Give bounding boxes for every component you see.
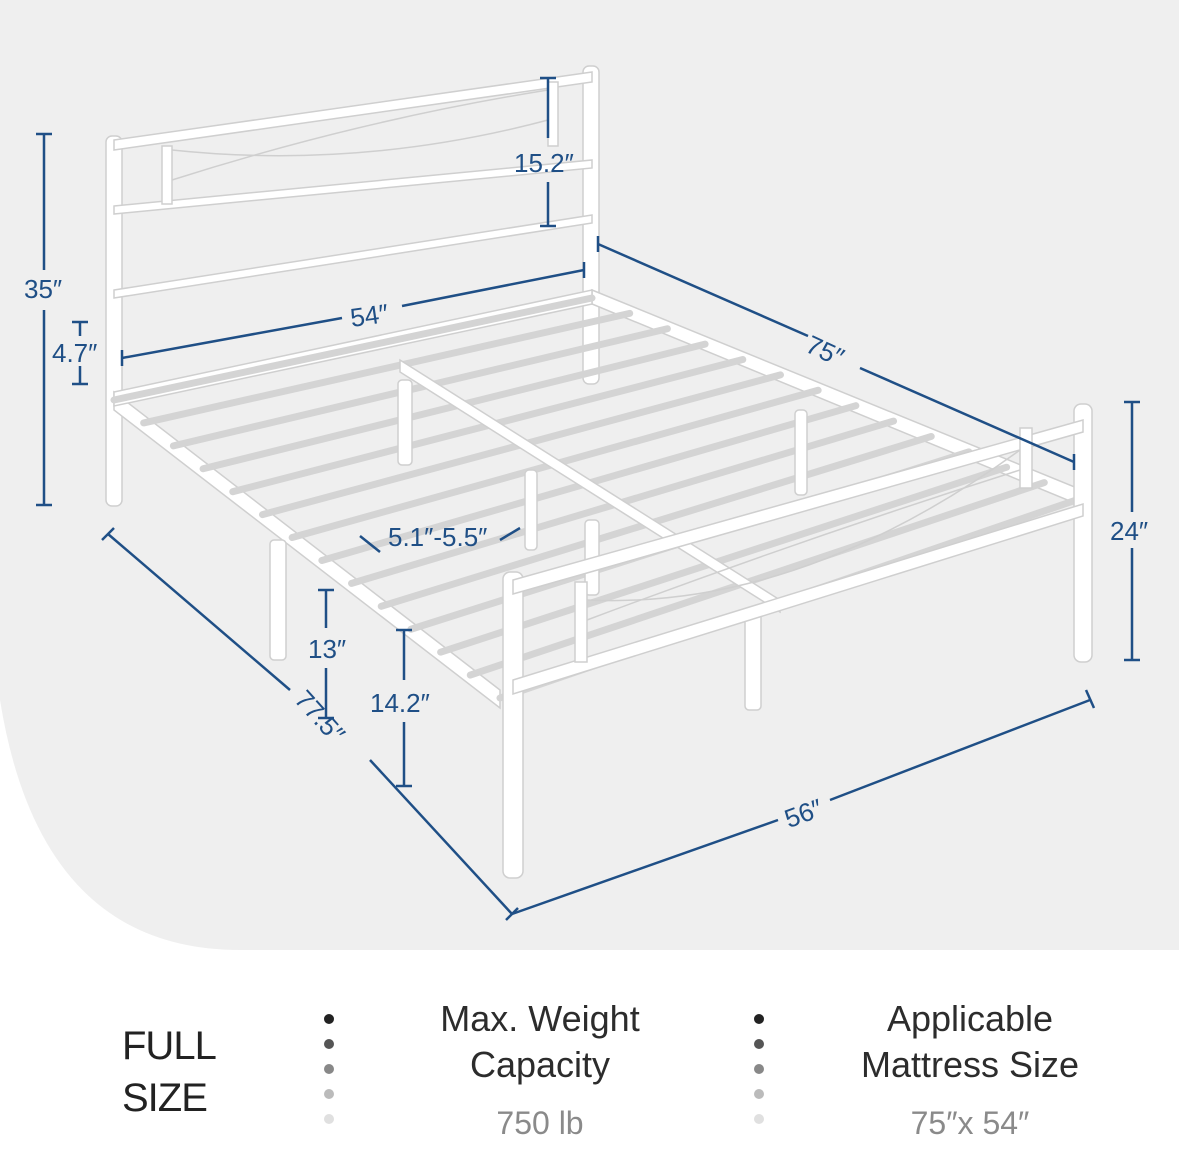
size-label: FULL SIZE xyxy=(122,1020,217,1124)
backdrop xyxy=(0,0,1179,950)
spec-weight-value: 750 lb xyxy=(496,1105,584,1141)
spec-weight-title-1: Max. Weight xyxy=(440,998,640,1039)
spec-mattress-title-1: Applicable xyxy=(886,998,1054,1039)
spec-mattress-title-2: Mattress Size xyxy=(860,1044,1080,1085)
bed-slat xyxy=(110,294,596,404)
bed-slat xyxy=(437,463,1011,656)
dim-slat-spacing: 5.1″-5.5″ xyxy=(388,522,487,552)
bed-slat xyxy=(140,309,634,427)
dimension-lines xyxy=(36,76,1140,921)
bed-slat xyxy=(466,479,1048,679)
dim-under-clearance: 13″ xyxy=(308,634,346,664)
bullet-dots-1 xyxy=(324,1014,338,1139)
spec-weight-capacity: Max. Weight Capacity 750 lb xyxy=(400,996,680,1146)
bed-frame xyxy=(105,65,1093,879)
dim-footboard-height: 24″ xyxy=(1110,516,1148,546)
spec-weight-title-2: Capacity xyxy=(469,1044,611,1085)
bed-slat xyxy=(169,325,671,450)
dimension-labels: 35″ 4.7″ 15.2″ 54″ 75″ 24″ 5.1″-5.5″ 13″… xyxy=(24,148,1148,834)
size-line1: FULL xyxy=(122,1024,217,1068)
dim-headboard-height: 35″ xyxy=(24,274,62,304)
dim-frame-height: 14.2″ xyxy=(370,688,430,718)
dim-headboard-gap: 4.7″ xyxy=(52,338,97,368)
spec-mattress-value: 75″x 54″ xyxy=(910,1105,1030,1141)
dim-headboard-panel: 15.2″ xyxy=(514,148,574,178)
bullet-dots-2 xyxy=(754,1014,768,1139)
size-line2: SIZE xyxy=(122,1076,208,1120)
spec-mattress-size: Applicable Mattress Size 75″x 54″ xyxy=(840,996,1100,1146)
dim-inner-width: 54″ xyxy=(348,298,390,333)
